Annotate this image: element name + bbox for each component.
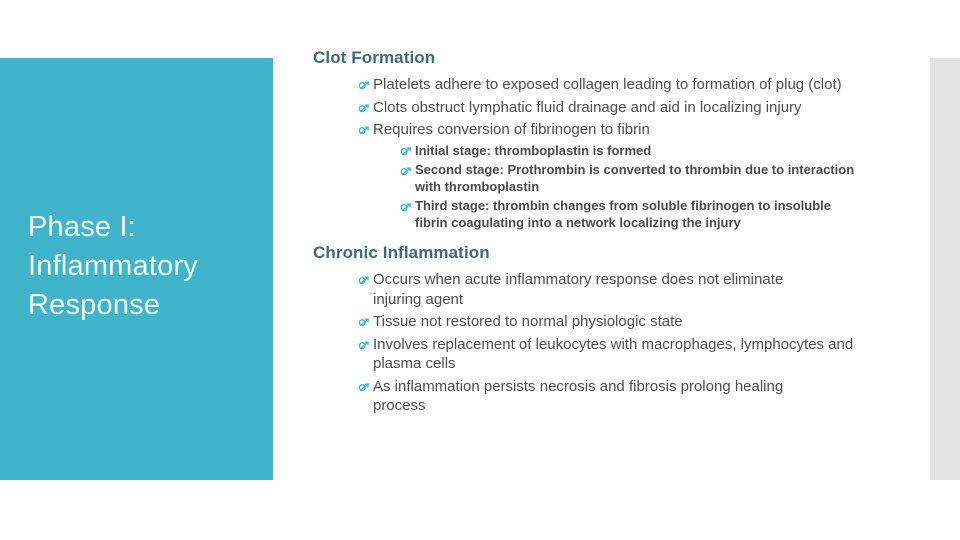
bullet-text: Platelets adhere to exposed collagen lea… bbox=[373, 76, 842, 93]
right-edge-strip bbox=[930, 58, 960, 480]
arrow-bullet-icon bbox=[400, 147, 411, 156]
slide-title-line-2: Inflammatory bbox=[28, 250, 198, 282]
slide-title: Phase I: Inflammatory Response bbox=[28, 208, 198, 325]
sub-bullet-text: Initial stage: thromboplastin is formed bbox=[415, 142, 652, 158]
arrow-bullet-icon bbox=[358, 126, 369, 135]
bullet-item: Requires conversion of fibrinogen to fib… bbox=[358, 120, 913, 140]
sub-bullet-item: Initial stage: thromboplastin is formed bbox=[400, 143, 913, 160]
clot-formation-bullet-list: Platelets adhere to exposed collagen lea… bbox=[313, 75, 913, 140]
bullet-item: Involves replacement of leukocytes with … bbox=[358, 335, 913, 374]
arrow-bullet-icon bbox=[400, 202, 411, 211]
content-area: Clot Formation Platelets adhere to expos… bbox=[313, 47, 913, 419]
title-panel: Phase I: Inflammatory Response bbox=[0, 58, 273, 480]
slide-title-line-1: Phase I: bbox=[28, 211, 136, 243]
chronic-inflammation-bullet-list: Occurs when acute inflammatory response … bbox=[313, 270, 913, 416]
bullet-item: Occurs when acute inflammatory response … bbox=[358, 270, 913, 309]
arrow-bullet-icon bbox=[358, 318, 369, 327]
sub-bullet-text: Second stage: Prothrombin is converted t… bbox=[415, 162, 855, 194]
sub-bullet-text: Third stage: thrombin changes from solub… bbox=[415, 198, 832, 230]
bullet-text: As inflammation persists necrosis and fi… bbox=[373, 377, 784, 415]
bullet-item: As inflammation persists necrosis and fi… bbox=[358, 377, 913, 416]
arrow-bullet-icon bbox=[358, 276, 369, 285]
clot-formation-sub-bullet-list: Initial stage: thromboplastin is formed … bbox=[313, 143, 913, 232]
slide-title-line-3: Response bbox=[28, 289, 161, 321]
bullet-text: Clots obstruct lymphatic fluid drainage … bbox=[373, 98, 802, 116]
sub-bullet-item: Third stage: thrombin changes from solub… bbox=[400, 198, 913, 231]
bullet-item: Platelets adhere to exposed collagen lea… bbox=[358, 75, 913, 95]
arrow-bullet-icon bbox=[358, 382, 369, 391]
bullet-item: Tissue not restored to normal physiologi… bbox=[358, 312, 913, 332]
sub-bullet-item: Second stage: Prothrombin is converted t… bbox=[400, 162, 913, 195]
bullet-item: Clots obstruct lymphatic fluid drainage … bbox=[358, 98, 913, 118]
section-heading-chronic-inflammation: Chronic Inflammation bbox=[313, 243, 490, 262]
arrow-bullet-icon bbox=[358, 103, 369, 112]
bullet-text: Tissue not restored to normal physiologi… bbox=[373, 313, 683, 330]
bullet-text: Requires conversion of fibrinogen to fib… bbox=[373, 121, 650, 138]
arrow-bullet-icon bbox=[400, 166, 411, 175]
arrow-bullet-icon bbox=[358, 81, 369, 90]
section-heading-clot-formation: Clot Formation bbox=[313, 48, 436, 67]
arrow-bullet-icon bbox=[358, 340, 369, 349]
bullet-text: Occurs when acute inflammatory response … bbox=[373, 271, 784, 308]
bullet-text: Involves replacement of leukocytes with … bbox=[373, 335, 854, 373]
